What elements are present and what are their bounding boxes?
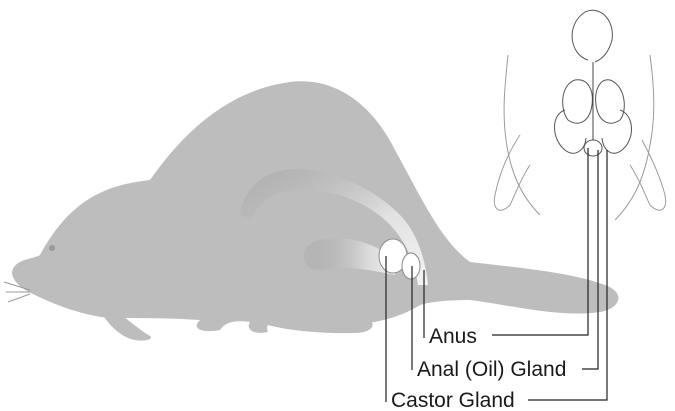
ventral-view-illustration [494, 10, 665, 220]
anal-gland-sac [402, 253, 420, 279]
inset-right-leg [630, 140, 666, 210]
inset-anus [584, 140, 602, 156]
beaver-body [12, 81, 618, 333]
label-anal-oil-gland: Anal (Oil) Gland [417, 358, 566, 381]
inset-torso-right [615, 55, 654, 220]
inset-bladder [572, 10, 612, 62]
anal-gland-leader-right [582, 150, 598, 369]
beaver-silhouette [4, 81, 618, 340]
label-anus: Anus [429, 325, 477, 348]
label-castor-gland: Castor Gland [391, 389, 515, 411]
inset-torso-left [504, 55, 540, 215]
beaver-eye [49, 245, 55, 251]
inset-left-leg [494, 135, 530, 210]
